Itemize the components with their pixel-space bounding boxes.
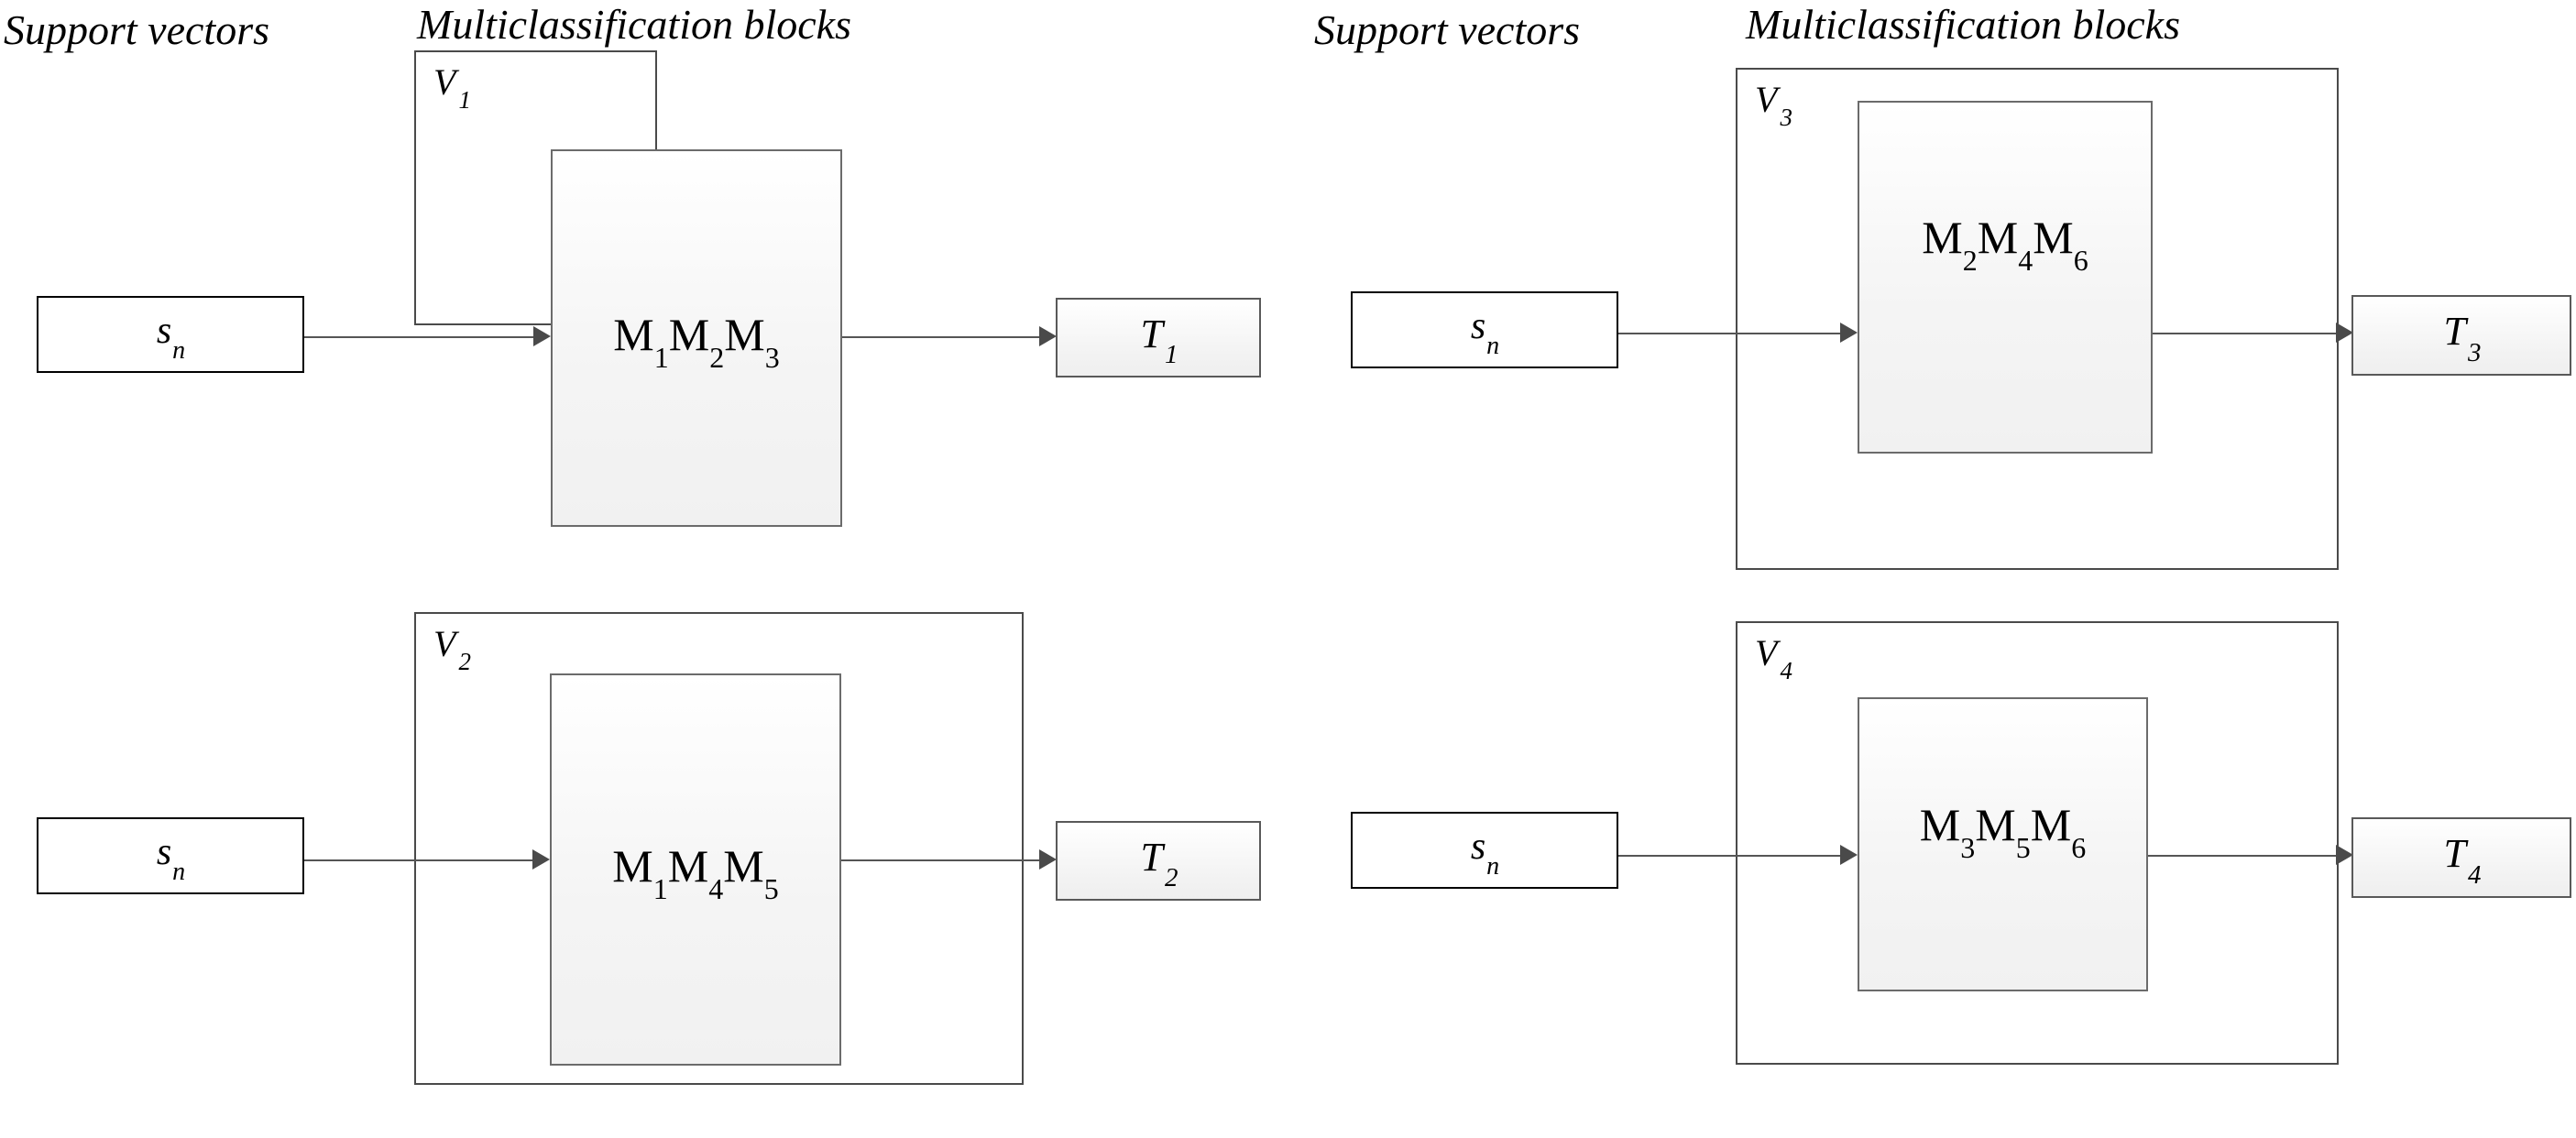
arrowhead-into-block-2: [532, 849, 550, 870]
m-part-sub: 1: [652, 872, 668, 905]
group-label-v4-base: V: [1755, 632, 1778, 673]
m-part-sub: 5: [2015, 831, 2031, 864]
connector-sn-to-block-3: [1618, 333, 1842, 334]
target-base: T: [1140, 311, 1163, 356]
m-part-base: M: [2030, 799, 2072, 850]
arrowhead-into-target-3: [2336, 323, 2353, 343]
target-label-t1: T1: [1140, 311, 1178, 368]
support-vectors-header-right: Support vectors: [1314, 6, 1581, 53]
arrowhead-into-target-2: [1039, 849, 1057, 870]
target-box-t3[interactable]: T3: [2351, 295, 2571, 376]
support-vector-base: s: [1470, 305, 1486, 348]
target-label-t2: T2: [1140, 834, 1178, 892]
m-part-sub: 3: [764, 341, 780, 374]
target-subscript: 3: [2467, 337, 2482, 367]
group-label-v4-subscript: 4: [1780, 657, 1792, 684]
multiclass-block-m3m5m6-label: M3M5M6: [1919, 799, 2086, 862]
m-part-sub: 4: [708, 872, 724, 905]
multiclassification-blocks-header-left: Multiclassification blocks: [417, 1, 851, 48]
arrowhead-into-block-4: [1840, 845, 1858, 865]
target-box-t2[interactable]: T2: [1056, 821, 1261, 901]
m-part-base: M: [667, 840, 709, 892]
m-part-sub: 2: [1962, 244, 1978, 277]
target-subscript: 1: [1164, 340, 1178, 370]
m-part-base: M: [1977, 212, 2019, 263]
arrowhead-into-target-1: [1039, 326, 1057, 346]
group-label-v2-subscript: 2: [458, 648, 471, 675]
multiclass-block-m1m4m5[interactable]: M1M4M5: [550, 673, 841, 1066]
connector-block-to-target-1: [842, 336, 1044, 338]
support-vector-box-sn-3[interactable]: sn: [1351, 291, 1618, 368]
support-vector-label-4: sn: [1470, 826, 1499, 879]
target-subscript: 4: [2467, 859, 2482, 890]
support-vector-label-2: sn: [156, 831, 185, 884]
support-vector-base: s: [156, 831, 172, 874]
multiclass-block-m2m4m6[interactable]: M2M4M6: [1858, 101, 2153, 454]
m-part-base: M: [1919, 799, 1961, 850]
group-label-v3-base: V: [1755, 79, 1778, 120]
group-label-v3-subscript: 3: [1780, 104, 1792, 131]
support-vector-subscript: n: [1486, 331, 1500, 360]
m-part-sub: 4: [2018, 244, 2033, 277]
connector-sn-to-block-1: [304, 336, 536, 338]
m-part-base: M: [2033, 212, 2074, 263]
multiclassification-blocks-header-right: Multiclassification blocks: [1746, 1, 2180, 48]
m-part-base: M: [668, 309, 710, 360]
target-base: T: [1140, 834, 1163, 880]
target-subscript: 2: [1164, 863, 1178, 893]
multiclass-block-m1m2m3-label: M1M2M3: [613, 309, 779, 372]
multiclass-block-m3m5m6[interactable]: M3M5M6: [1858, 697, 2148, 991]
group-label-v1-base: V: [433, 61, 456, 103]
connector-block-to-target-4: [2148, 855, 2338, 857]
support-vectors-header-left: Support vectors: [4, 6, 270, 53]
m-part-base: M: [1975, 799, 2016, 850]
m-part-sub: 3: [1960, 831, 1976, 864]
support-vector-box-sn-2[interactable]: sn: [37, 817, 304, 894]
multiclass-block-m1m2m3[interactable]: M1M2M3: [551, 149, 842, 527]
target-box-t1[interactable]: T1: [1056, 298, 1261, 378]
target-label-t3: T3: [2443, 309, 2482, 367]
target-base: T: [2443, 309, 2466, 355]
support-vector-base: s: [1470, 826, 1486, 869]
support-vector-label-1: sn: [156, 310, 185, 363]
arrowhead-into-block-3: [1840, 323, 1858, 343]
arrowhead-into-target-4: [2336, 845, 2353, 865]
support-vector-subscript: n: [172, 335, 186, 365]
m-part-sub: 1: [653, 341, 669, 374]
connector-sn-to-block-2: [304, 859, 535, 861]
support-vector-subscript: n: [172, 857, 186, 886]
support-vector-label-3: sn: [1470, 305, 1499, 358]
connector-block-to-target-2: [841, 859, 1045, 861]
m-part-sub: 6: [2071, 831, 2087, 864]
connector-block-to-target-3: [2153, 333, 2339, 334]
group-label-v2-base: V: [433, 623, 456, 664]
m-part-sub: 6: [2073, 244, 2088, 277]
target-base: T: [2443, 831, 2466, 877]
arrowhead-into-block-1: [533, 326, 551, 346]
m-part-sub: 5: [763, 872, 779, 905]
support-vector-subscript: n: [1486, 851, 1500, 881]
group-label-v1-subscript: 1: [458, 86, 471, 114]
m-part-base: M: [613, 309, 654, 360]
support-vector-box-sn-4[interactable]: sn: [1351, 812, 1618, 889]
m-part-base: M: [1922, 212, 1963, 263]
multiclass-block-m1m4m5-label: M1M4M5: [612, 840, 778, 903]
m-part-sub: 2: [709, 341, 725, 374]
target-label-t4: T4: [2443, 831, 2482, 889]
m-part-base: M: [612, 840, 653, 892]
multiclass-block-m2m4m6-label: M2M4M6: [1922, 212, 2088, 275]
m-part-base: M: [724, 309, 765, 360]
connector-sn-to-block-4: [1618, 855, 1842, 857]
m-part-base: M: [723, 840, 764, 892]
support-vector-box-sn-1[interactable]: sn: [37, 296, 304, 373]
support-vector-base: s: [156, 310, 172, 353]
target-box-t4[interactable]: T4: [2351, 817, 2571, 898]
